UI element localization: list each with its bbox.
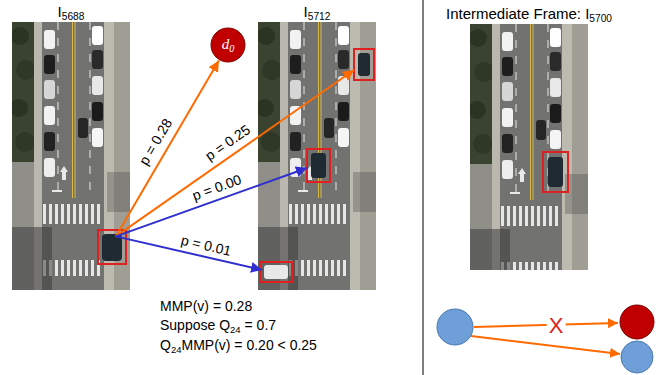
subscript: 5700 xyxy=(589,13,612,24)
text-run: p = 0.01 xyxy=(180,232,233,259)
metric-text: MMP(v) = 0.28 xyxy=(160,299,252,314)
dummy-circle xyxy=(211,28,245,62)
comparison-text: Q24MMP(v) = 0.20 < 0.25 xyxy=(160,338,317,353)
reject-mark: X xyxy=(547,315,566,337)
subscript: 5712 xyxy=(308,11,331,22)
frame-image: Intermediate Frame: I5700 xyxy=(470,24,588,270)
subscript: 24 xyxy=(171,344,182,355)
text-run: Q xyxy=(160,337,171,353)
dummy-circle xyxy=(620,305,654,339)
text-run: = 0.7 xyxy=(241,317,276,333)
text-run: MMP(v) = 0.28 xyxy=(160,298,252,314)
divider-line xyxy=(423,0,424,375)
text-run: I xyxy=(585,5,589,22)
probability-label: p = 0.01 xyxy=(179,233,232,259)
text-run: I xyxy=(58,3,62,20)
track-circle xyxy=(437,309,473,345)
text-run: Intermediate Frame: xyxy=(446,5,585,22)
text-run: p = 0.28 xyxy=(136,115,176,167)
accepted-arrow xyxy=(471,336,620,354)
probability-label: p = 0.28 xyxy=(137,116,176,168)
text-run: Suppose xyxy=(160,317,219,333)
text-run: X xyxy=(549,313,564,338)
text-run: p = 0.00 xyxy=(190,172,243,204)
text-run: I xyxy=(304,3,308,20)
subscript: 24 xyxy=(230,324,241,335)
aerial-image xyxy=(10,22,130,292)
frame-image: I5712 xyxy=(258,22,376,290)
frame-image: I5688 xyxy=(12,22,130,290)
detection-circle xyxy=(621,341,653,373)
subscript: 0 xyxy=(229,43,234,54)
text-run: MMP(v) = 0.20 < 0.25 xyxy=(181,337,316,353)
dummy-node: d0 xyxy=(210,27,246,63)
text-run: Q xyxy=(219,317,230,333)
assumption-text: Suppose Q24 = 0.7 xyxy=(160,318,276,333)
frame-title: I5688 xyxy=(58,4,85,21)
subscript: 5688 xyxy=(62,11,85,22)
frame-title: Intermediate Frame: I5700 xyxy=(446,6,612,23)
probability-arrow xyxy=(116,168,307,236)
node-label: d0 xyxy=(222,36,235,53)
text-run: d xyxy=(222,36,230,52)
frame-title: I5712 xyxy=(304,4,331,21)
aerial-image xyxy=(256,22,376,292)
aerial-image xyxy=(468,24,588,294)
probability-arrow xyxy=(116,70,354,236)
